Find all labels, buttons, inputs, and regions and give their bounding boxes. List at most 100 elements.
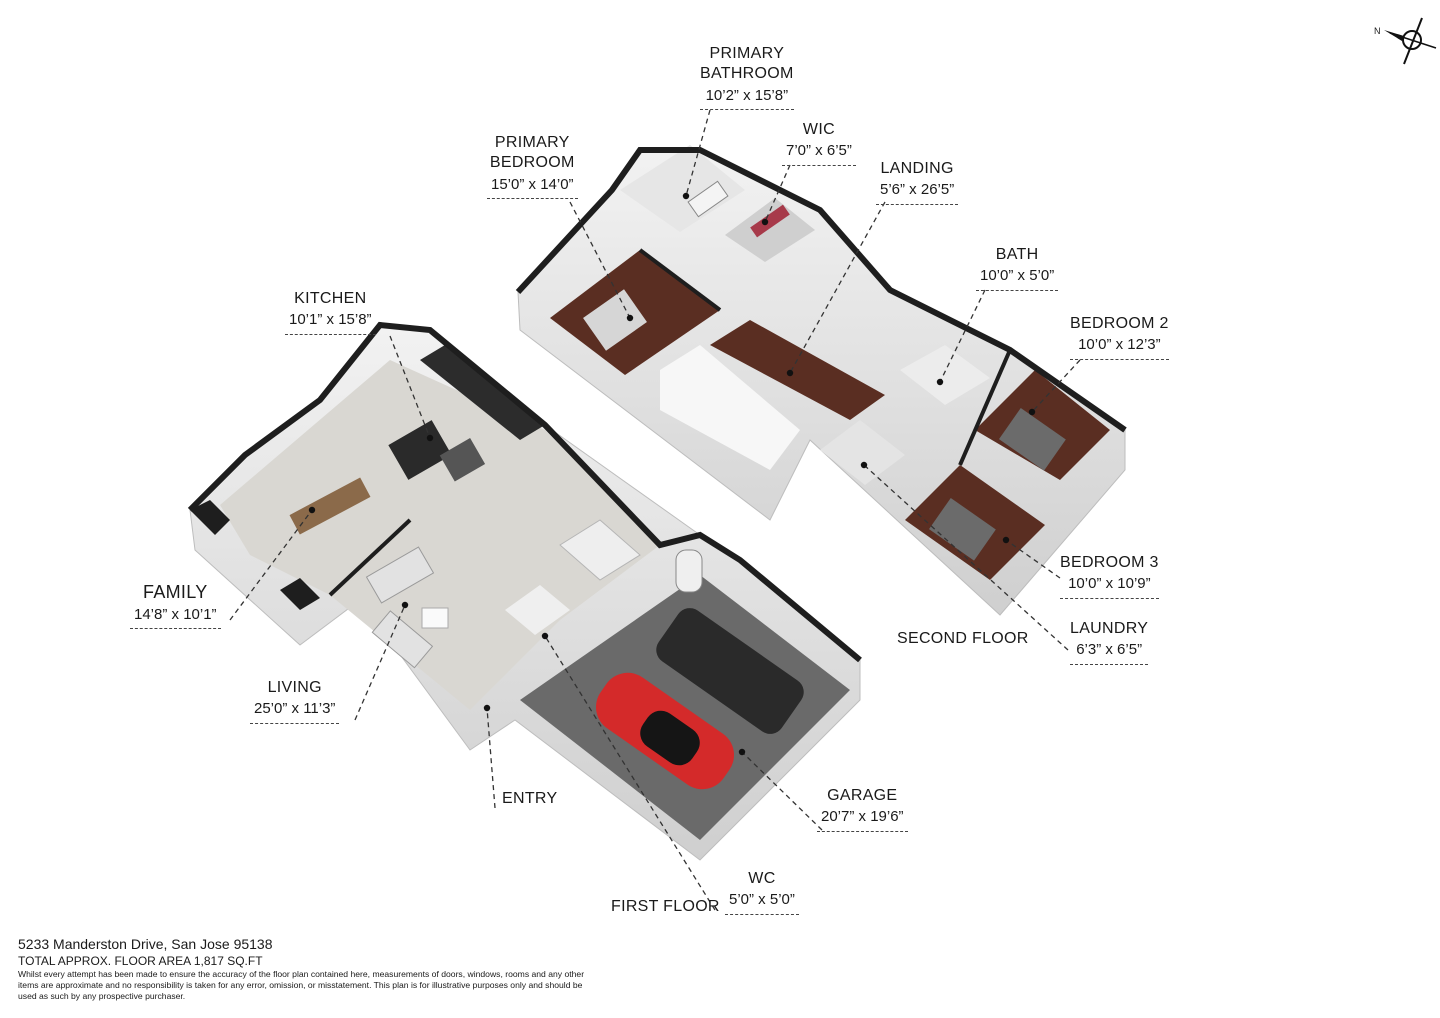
bedroom3-name: BEDROOM 3 (1060, 554, 1159, 571)
footer: 5233 Manderston Drive, San Jose 95138 TO… (18, 936, 598, 1003)
label-bedroom3: BEDROOM 3 10’0” x 10’9” (1060, 553, 1159, 599)
bedroom-divider (958, 349, 1012, 466)
label-garage: GARAGE 20’7” x 19’6” (817, 786, 908, 832)
dot-primary-bedroom (626, 314, 634, 322)
bedroom3-bed (928, 497, 996, 561)
dot-kitchen (426, 434, 434, 442)
compass-rose-icon (1384, 17, 1437, 65)
water-heater (675, 549, 703, 593)
laundry-floor (820, 420, 905, 485)
dot-wc (541, 632, 549, 640)
family-dim: 14’8” x 10’1” (130, 604, 221, 630)
garage-dim: 20’7” x 19’6” (817, 806, 908, 832)
label-primary-bathroom: PRIMARY BATHROOM 10’2” x 15’8” (700, 44, 794, 111)
stairs (559, 519, 641, 581)
leader-bath (939, 289, 986, 383)
bath-dim: 10’0” x 5’0” (976, 265, 1059, 291)
dot-family (308, 506, 316, 514)
stair-void (660, 345, 800, 470)
kitchen-counter (420, 345, 545, 440)
dot-bath (936, 378, 944, 386)
label-wic: WIC 7’0” x 6’5” (782, 120, 856, 166)
bedroom2-name: BEDROOM 2 (1070, 315, 1169, 332)
laundry-dim: 6’3” x 6’5” (1070, 639, 1149, 665)
wic-dim: 7’0” x 6’5” (782, 140, 856, 166)
dot-entry (483, 704, 491, 712)
first-floor-model (187, 321, 862, 861)
kitchen-name: KITCHEN (294, 290, 367, 307)
leader-wic (764, 164, 791, 223)
kitchen-range (439, 438, 486, 482)
label-landing: LANDING 5’6” x 26’5” (876, 159, 959, 205)
family-name: FAMILY (143, 582, 208, 602)
bedroom2-dim: 10’0” x 12’3” (1070, 334, 1169, 360)
leader-family (229, 509, 313, 621)
entry-name: ENTRY (502, 790, 558, 807)
disclaimer: Whilst every attempt has been made to en… (18, 969, 585, 1002)
first-floor-title: FIRST FLOOR (611, 898, 720, 915)
dot-wic (761, 218, 769, 226)
leader-primary-bathroom (685, 109, 711, 197)
first-floor-wall-tops (187, 321, 862, 663)
label-wc: WC 5’0” x 5’0” (725, 869, 799, 915)
bath-floor (900, 345, 990, 405)
total-floor-area: TOTAL APPROX. FLOOR AREA 1,817 SQ.FT (18, 954, 263, 968)
leader-kitchen (389, 335, 431, 439)
living-sofa (365, 546, 435, 604)
dot-bedroom3 (1002, 536, 1010, 544)
leader-bedroom2 (1031, 359, 1081, 413)
primary-bathroom-floor (620, 145, 745, 232)
second-floor-model (515, 145, 1127, 616)
primary-bathroom-dim: 10’2” x 15’8” (700, 85, 794, 111)
label-living: LIVING 25’0” x 11’3” (250, 678, 340, 724)
second-floor-inner-walls (638, 248, 722, 312)
wc-floor (505, 585, 570, 635)
kitchen-island (388, 420, 452, 480)
dot-garage (738, 748, 746, 756)
primary-bedroom-dim: 15’0” x 14’0” (487, 174, 578, 200)
living-sofa-2 (371, 610, 434, 669)
living-coffee-table (421, 607, 449, 629)
leader-garage (741, 751, 823, 831)
primary-bedroom-bed (583, 289, 647, 351)
first-floor-inner-walls (328, 518, 412, 597)
bedroom3-dim: 10’0” x 10’9” (1060, 573, 1159, 599)
kitchen-dim: 10’1” x 15’8” (285, 309, 376, 335)
wc-name: WC (748, 870, 776, 887)
landing-dim: 5’6” x 26’5” (876, 179, 959, 205)
living-name: LIVING (267, 679, 322, 696)
leader-entry (486, 707, 496, 809)
label-family: FAMILY 14’8” x 10’1” (130, 581, 221, 630)
family-wall-corner-2 (280, 578, 320, 610)
second-floor-wall-tops (515, 147, 1127, 433)
bedroom2-bed (998, 407, 1066, 471)
landing-name: LANDING (880, 160, 954, 177)
property-address: 5233 Manderston Drive, San Jose 95138 (18, 936, 273, 952)
dining-table (289, 477, 371, 535)
leader-living (354, 604, 406, 721)
wic-clothes (750, 204, 790, 238)
room-leaders (229, 109, 1081, 911)
red-car-roof (640, 710, 700, 766)
primary-bedroom-name: PRIMARY BEDROOM (489, 134, 575, 172)
black-suv (656, 608, 804, 734)
family-wall-corner (190, 500, 230, 535)
dot-bedroom2 (1028, 408, 1036, 416)
second-floor-title: SECOND FLOOR (897, 630, 1029, 647)
dot-landing (786, 369, 794, 377)
wc-dim: 5’0” x 5’0” (725, 889, 799, 915)
leader-primary-bedroom (569, 201, 631, 319)
label-kitchen: KITCHEN 10’1” x 15’8” (285, 289, 376, 335)
living-dim: 25’0” x 11’3” (250, 698, 340, 724)
compass: N (1370, 16, 1440, 68)
primary-bathroom-name: PRIMARY BATHROOM (700, 45, 794, 83)
label-entry: ENTRY (502, 789, 557, 809)
wic-name: WIC (802, 121, 835, 138)
label-laundry: LAUNDRY 6’3” x 6’5” (1070, 619, 1149, 665)
dot-primary-bathroom (682, 192, 690, 200)
label-primary-bedroom: PRIMARY BEDROOM 15’0” x 14’0” (487, 133, 578, 200)
label-bedroom2: BEDROOM 2 10’0” x 12’3” (1070, 314, 1169, 360)
wic-floor (725, 198, 815, 262)
room-dots (308, 192, 1036, 756)
